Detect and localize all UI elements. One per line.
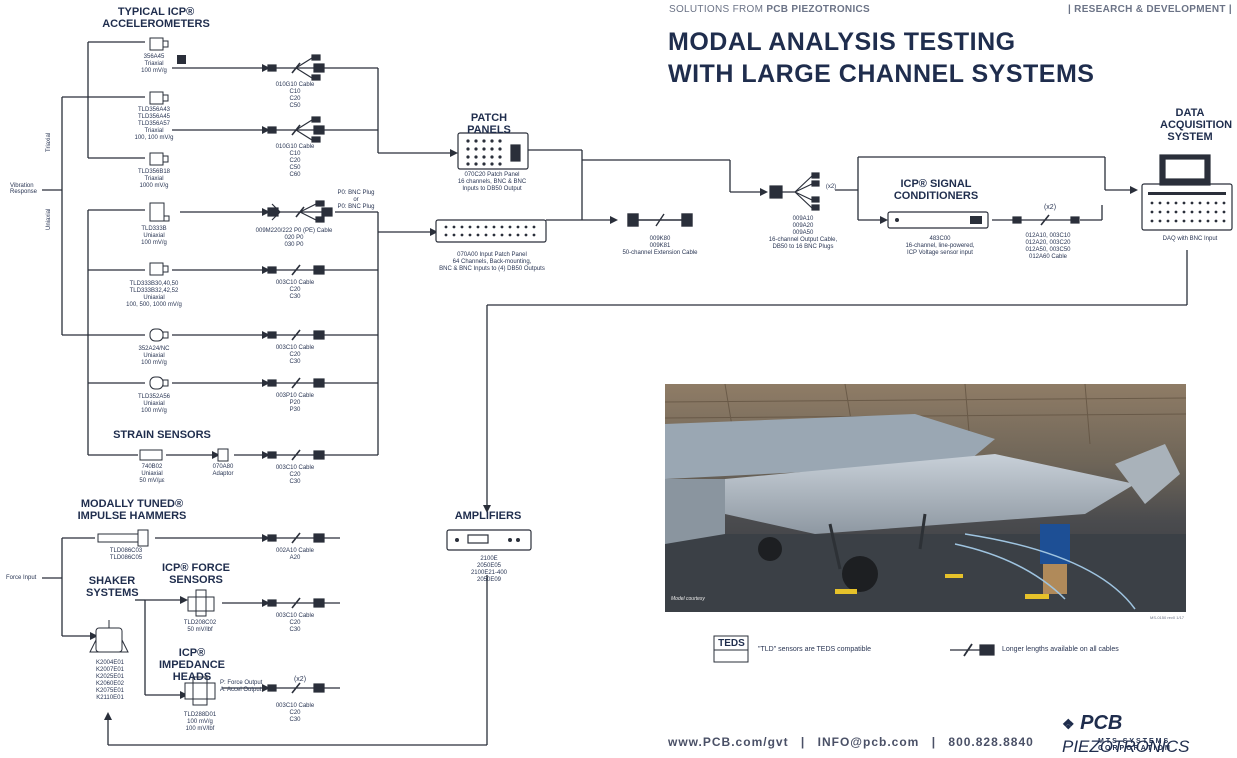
footer-phone[interactable]: 800.828.8840 (948, 735, 1034, 749)
output-cable-label: 009A10 009A20 009A50 16-channel Output C… (768, 216, 838, 250)
sensor-label: TLD356B18 Triaxial 1000 mV/g (137, 169, 171, 189)
footer-url[interactable]: www.PCB.com/gvt (668, 735, 789, 749)
footer-separator: | (931, 735, 937, 749)
cable-label: 003C10 Cable C20 C30 (275, 345, 315, 365)
logo-icon: ❖ (1062, 716, 1075, 732)
patch-panel-2-label: 070A00 Input Patch Panel 64 Channels, Ba… (439, 252, 545, 272)
cable-label: 003C10 Cable C20 C30 (275, 703, 315, 723)
plug-note: P0: BNC Plug or P0: BNC Plug (337, 190, 375, 210)
cable-label: 003C10 Cable C20 C30 (275, 465, 315, 485)
aircraft-photo: Model courtesy (665, 384, 1186, 612)
extension-cable-label: 009K80 009K81 50-channel Extension Cable (622, 236, 698, 256)
impedance-note: P: Force Output A: Accel Output (220, 680, 263, 693)
sensor-label: TLD352A56 Uniaxial 100 mV/g (137, 394, 171, 414)
cable-label: 003P10 Cable P20 P30 (275, 393, 315, 413)
document-id: MS-0150 rev0 1/17 (1150, 615, 1185, 620)
solutions-from: SOLUTIONS FROM PCB PIEZOTRONICS (669, 4, 870, 15)
teds-logo: TEDS (718, 638, 745, 649)
heading-force-sensors: ICP® FORCE SENSORS (162, 562, 230, 586)
patch-panel-1-label: 070C20 Patch Panel 16 channels, BNC & BN… (457, 172, 527, 192)
footer-email[interactable]: INFO@pcb.com (817, 735, 920, 749)
sensor-label: 356A45 Triaxial 100 mV/g (141, 54, 167, 74)
page-title-line2: WITH LARGE CHANNEL SYSTEMS (668, 60, 1095, 88)
x2-conditioner: (x2) (1043, 204, 1057, 211)
cable-label: 002A10 Cable A20 (275, 548, 315, 561)
conditioner-label: 483C00 16-channel, line-powered, ICP Vol… (905, 236, 975, 256)
heading-impulse-hammers: MODALLY TUNED® IMPULSE HAMMERS (77, 498, 187, 522)
sensor-label: 352A24/NC Uniaxial 100 mV/g (138, 346, 170, 366)
aircraft-illustration (665, 384, 1186, 612)
heading-strain-sensors: STRAIN SENSORS (113, 429, 211, 441)
brand-name: PCB PIEZOTRONICS (766, 4, 871, 15)
heading-amplifiers: AMPLIFIERS (454, 510, 522, 522)
solutions-from-label: SOLUTIONS FROM (669, 4, 764, 15)
x2-output: (x2) (825, 184, 837, 190)
teds-note: "TLD" sensors are TEDS compatible (758, 646, 871, 653)
amplifier-models: 2100E 2050E05 2100E21-400 2050E09 (470, 556, 508, 583)
x2-impedance: (x2) (293, 676, 307, 683)
sensor-label: TLD086C03 TLD086C05 (109, 548, 143, 561)
heading-patch-panels: PATCH PANELS (467, 112, 511, 136)
division-label: | RESEARCH & DEVELOPMENT | (1068, 4, 1232, 15)
sensor-label: TLD208C02 50 mV/lbf (183, 620, 217, 633)
cable-label: 009M220/222 P0 (PE) Cable 020 P0 030 P0 (255, 228, 333, 248)
logo-tagline: MTS SYSTEMS CORPORATION (1098, 738, 1172, 752)
sensor-label: TLD333B30,40,50 TLD333B32,42,52 Uniaxial… (126, 281, 182, 308)
triaxial-label: Triaxial (46, 132, 52, 152)
cable-label: 010G10 Cable C10 C20 C50 (275, 82, 315, 109)
conditioner-cables-label: 012A10, 003C10 012A20, 003C20 012A50, 00… (1025, 233, 1071, 260)
lengths-note: Longer lengths available on all cables (1002, 646, 1119, 653)
cable-label: 010G10 Cable C10 C20 C50 C60 (275, 144, 315, 178)
sensor-label: 740B02 Uniaxial 50 mV/µε (139, 464, 165, 484)
photo-caption: Model courtesy (671, 596, 705, 602)
cable-label: 003C10 Cable C20 C30 (275, 280, 315, 300)
logo-main: PCB (1080, 712, 1123, 734)
daq-label: DAQ with BNC Input (1162, 236, 1218, 242)
sensor-label: TLD288D01 100 mV/g 100 mV/lbf (183, 712, 217, 732)
footer-contact: www.PCB.com/gvt | INFO@pcb.com | 800.828… (668, 735, 1034, 749)
page-title-line1: MODAL ANALYSIS TESTING (668, 28, 1016, 56)
heading-impedance-heads: ICP® IMPEDANCE HEADS (158, 647, 225, 683)
adaptor-label: 070A80 Adaptor (212, 464, 234, 477)
cable-label: 003C10 Cable C20 C30 (275, 613, 315, 633)
heading-accelerometers: TYPICAL ICP® ACCELEROMETERS (102, 6, 210, 30)
shaker-models-label: K2004E01 K2007E01 K2025E01 K2060E02 K207… (95, 660, 125, 701)
heading-shaker-systems: SHAKER SYSTEMS (86, 575, 139, 599)
footer-separator: | (800, 735, 806, 749)
force-input-label: Force Input (6, 575, 37, 581)
sensor-label: TLD333B Uniaxial 100 mV/g (141, 226, 167, 246)
vibration-response-label: Vibration Response (10, 183, 38, 195)
sensor-label: TLD356A43 TLD356A45 TLD356A57 Triaxial 1… (134, 107, 174, 141)
heading-daq: DATA ACQUISITION SYSTEM (1160, 107, 1233, 143)
uniaxial-label: Uniaxial (46, 208, 52, 230)
heading-signal-conditioners: ICP® SIGNAL CONDITIONERS (893, 178, 979, 202)
